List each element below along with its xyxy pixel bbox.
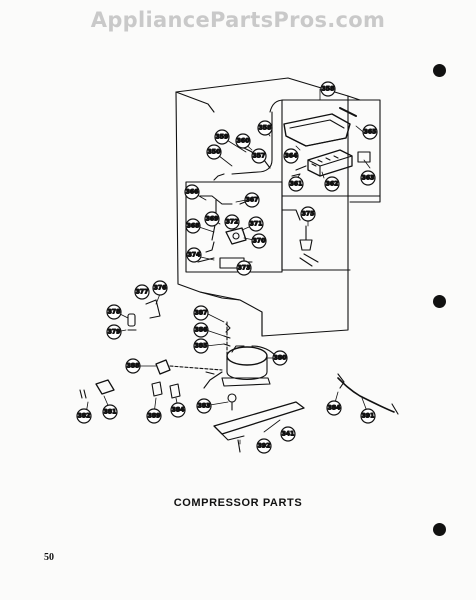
callout-367: 367 xyxy=(244,192,260,208)
callout-369: 369 xyxy=(204,211,220,227)
svg-text:369: 369 xyxy=(206,216,219,223)
callout-382: 382 xyxy=(76,408,92,424)
compressor xyxy=(203,345,277,389)
callout-350: 350 xyxy=(206,144,222,160)
callout-363: 363 xyxy=(360,170,376,186)
svg-text:375: 375 xyxy=(302,211,315,218)
watermark: AppliancePartsPros.com xyxy=(90,8,386,32)
callout-371: 371 xyxy=(248,216,264,232)
diagram-title: COMPRESSOR PARTS xyxy=(173,497,303,509)
svg-text:376: 376 xyxy=(154,285,167,292)
svg-text:383: 383 xyxy=(198,403,211,410)
callout-368: 358 xyxy=(320,81,336,97)
binder-hole-middle xyxy=(433,295,446,308)
svg-text:365: 365 xyxy=(364,129,377,136)
svg-text:384: 384 xyxy=(172,407,185,414)
svg-text:386: 386 xyxy=(195,327,208,334)
svg-text:384: 384 xyxy=(328,405,341,412)
callout-378: 378 xyxy=(106,304,122,320)
svg-text:358: 358 xyxy=(322,86,335,93)
svg-text:364: 364 xyxy=(285,153,298,160)
svg-text:389: 389 xyxy=(148,413,161,420)
callout-374: 374 xyxy=(186,247,202,263)
svg-text:361: 361 xyxy=(290,181,303,188)
callout-365: 365 xyxy=(362,124,378,140)
svg-text:391: 391 xyxy=(362,413,375,420)
callout-358: 358 xyxy=(257,120,273,136)
ice-maker-mechanism xyxy=(291,149,371,177)
power-cord xyxy=(337,373,399,415)
callout-380: 380 xyxy=(272,350,288,366)
binder-hole-bottom xyxy=(433,523,446,536)
callout-389: 389 xyxy=(146,408,162,424)
callout-388: 388 xyxy=(125,358,141,374)
callout-373: 373 xyxy=(236,260,252,276)
svg-text:374: 374 xyxy=(188,252,201,259)
svg-text:372: 372 xyxy=(226,219,239,226)
svg-text:358: 358 xyxy=(259,125,272,132)
callout-381: 381 xyxy=(102,404,118,420)
callout-357: 357 xyxy=(251,148,267,164)
svg-text:359: 359 xyxy=(216,134,229,141)
svg-text:341: 341 xyxy=(282,431,295,438)
svg-text:373: 373 xyxy=(238,265,251,272)
callout-391: 391 xyxy=(360,408,376,424)
svg-text:380: 380 xyxy=(274,355,287,362)
callout-359: 359 xyxy=(214,129,230,145)
svg-text:377: 377 xyxy=(136,289,149,296)
defrost-box xyxy=(185,181,283,273)
svg-text:357: 357 xyxy=(253,153,266,160)
callout-386: 386 xyxy=(193,322,209,338)
callout-370: 370 xyxy=(251,233,267,249)
svg-text:387: 387 xyxy=(195,310,208,317)
cabinet-outline xyxy=(175,77,361,337)
relay-overload xyxy=(79,359,223,399)
svg-text:388: 388 xyxy=(127,363,140,370)
callout-375: 375 xyxy=(300,206,316,222)
svg-text:392: 392 xyxy=(258,443,271,450)
svg-text:350: 350 xyxy=(208,149,221,156)
svg-text:379: 379 xyxy=(108,329,121,336)
svg-text:381: 381 xyxy=(104,409,117,416)
drain-fitting xyxy=(299,225,319,267)
callout-377: 377 xyxy=(134,284,150,300)
callout-376: 376 xyxy=(152,280,168,296)
callout-368b: 368 xyxy=(185,218,201,234)
callout-362: 362 xyxy=(324,176,340,192)
svg-text:360: 360 xyxy=(237,138,250,145)
callout-387: 387 xyxy=(193,305,209,321)
svg-text:367: 367 xyxy=(246,197,259,204)
svg-text:362: 362 xyxy=(326,181,339,188)
svg-text:370: 370 xyxy=(253,238,266,245)
binder-hole-top xyxy=(433,64,446,77)
callout-364: 364 xyxy=(283,148,299,164)
callout-384b: 384 xyxy=(326,400,342,416)
callout-366: 366 xyxy=(184,184,200,200)
svg-text:371: 371 xyxy=(250,221,263,228)
page-number: 50 xyxy=(44,552,54,563)
capacitor-parts xyxy=(127,299,161,331)
callout-360: 360 xyxy=(235,133,251,149)
defrost-components xyxy=(197,195,253,269)
callout-383: 383 xyxy=(196,398,212,414)
svg-text:385: 385 xyxy=(195,343,208,350)
callout-385: 385 xyxy=(193,338,209,354)
svg-text:382: 382 xyxy=(78,413,91,420)
callout-379: 379 xyxy=(106,324,122,340)
base-plate xyxy=(213,401,305,453)
svg-text:363: 363 xyxy=(362,175,375,182)
compressor-mounts xyxy=(205,321,237,411)
callout-361: 361 xyxy=(288,176,304,192)
callout-384a: 384 xyxy=(170,402,186,418)
svg-text:366: 366 xyxy=(186,189,199,196)
callout-392: 392 xyxy=(256,438,272,454)
svg-text:378: 378 xyxy=(108,309,121,316)
callout-372: 372 xyxy=(224,214,240,230)
callout-341: 341 xyxy=(280,426,296,442)
ice-tray xyxy=(283,107,357,147)
svg-text:368: 368 xyxy=(187,223,200,230)
